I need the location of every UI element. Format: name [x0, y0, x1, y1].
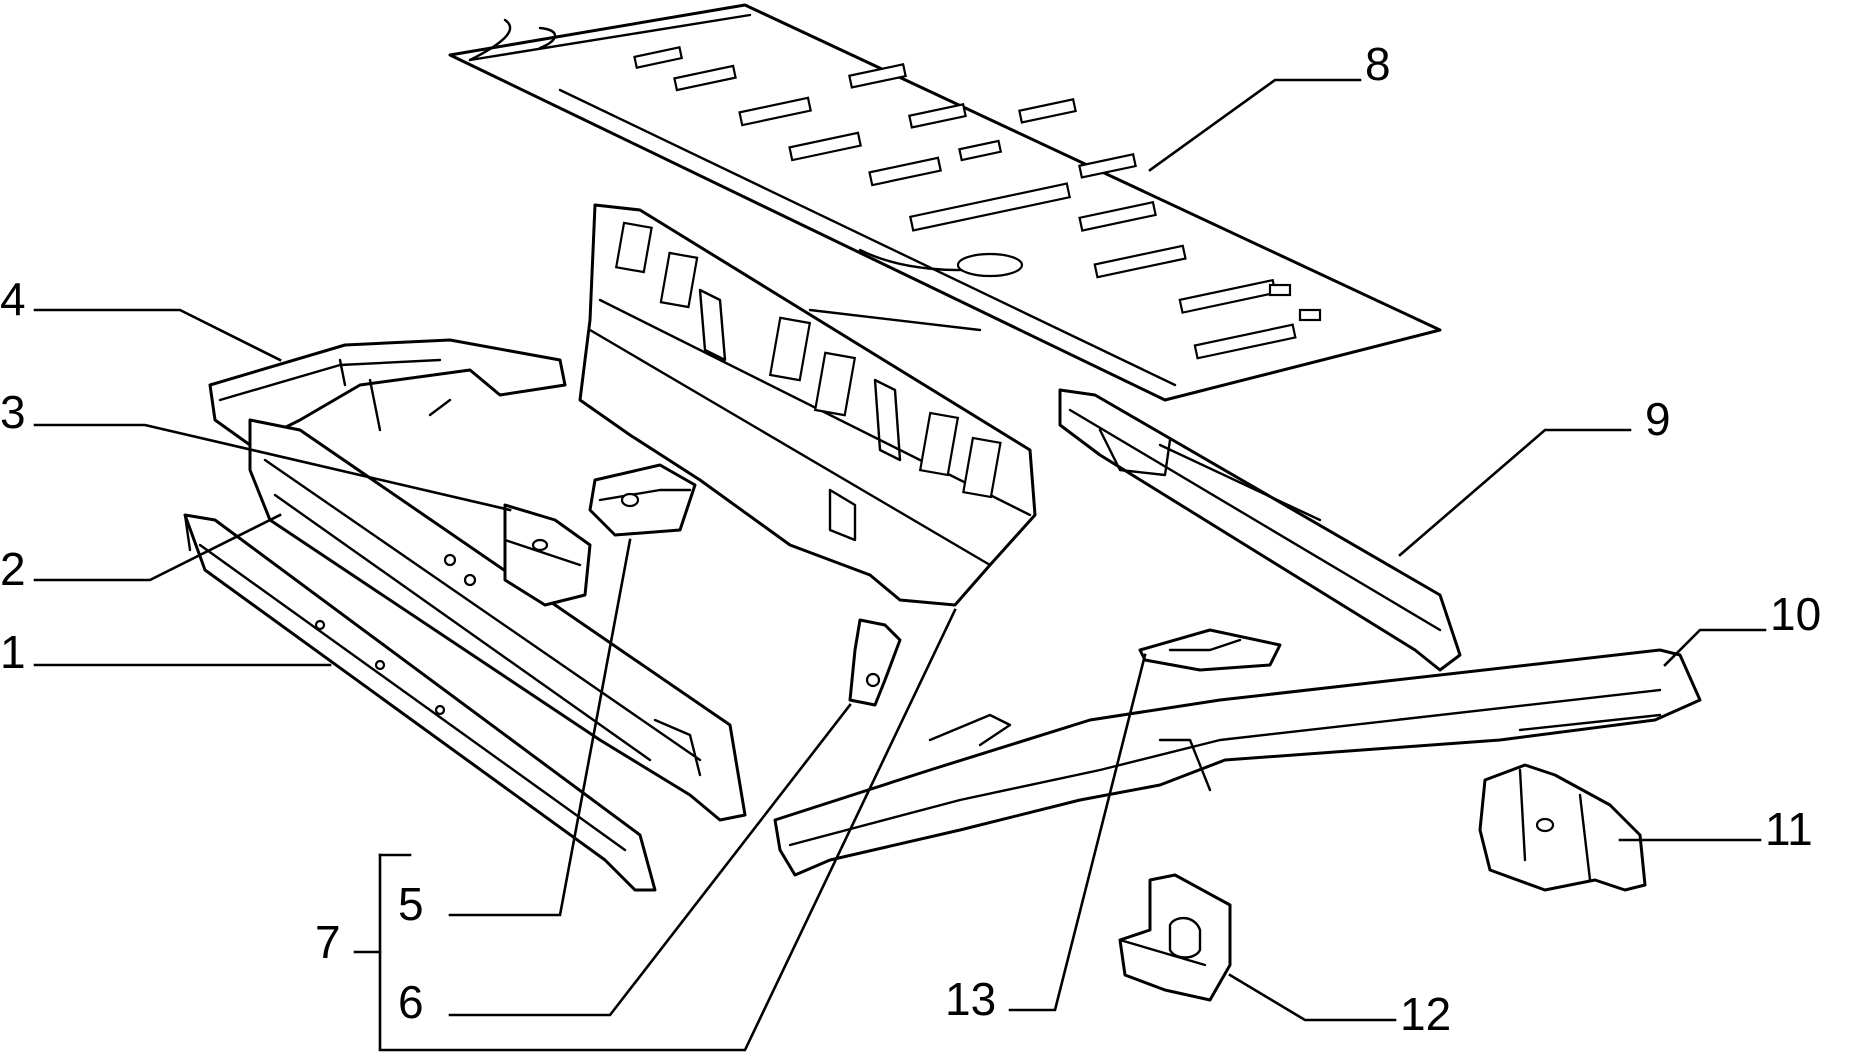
part-8-floor-panel: [448, 3, 1442, 402]
part-1-sill: [183, 513, 657, 892]
part-10-long-rail: [773, 648, 1702, 877]
part-6-bracket: [848, 618, 902, 707]
callout-7: 7: [315, 916, 341, 968]
part-7-crossmember: [578, 203, 1037, 607]
part-5-bracket: [588, 463, 697, 537]
leader-lines: [33, 78, 1767, 1052]
part-13-bracket: [1138, 628, 1282, 672]
callout-8: 8: [1365, 38, 1391, 90]
part-9-upper-rail: [1058, 388, 1462, 672]
callout-13: 13: [945, 973, 996, 1025]
callout-1: 1: [0, 626, 26, 678]
callout-2: 2: [0, 543, 26, 595]
callout-11: 11: [1765, 803, 1813, 855]
part-3-bracket: [503, 503, 592, 607]
callout-10: 10: [1770, 588, 1821, 640]
callout-4: 4: [0, 273, 26, 325]
part-11-bracket: [1478, 763, 1647, 892]
callout-5: 5: [398, 878, 424, 930]
part-4-side-rail: [208, 338, 567, 447]
callout-labels: 8 4 3 2 1 9 10 11 12 13 5 6 7: [0, 38, 1821, 1040]
part-12-bracket: [1118, 873, 1232, 1002]
callout-3: 3: [0, 386, 26, 438]
callout-9: 9: [1645, 393, 1671, 445]
callout-12: 12: [1400, 988, 1451, 1040]
callout-6: 6: [398, 976, 424, 1028]
